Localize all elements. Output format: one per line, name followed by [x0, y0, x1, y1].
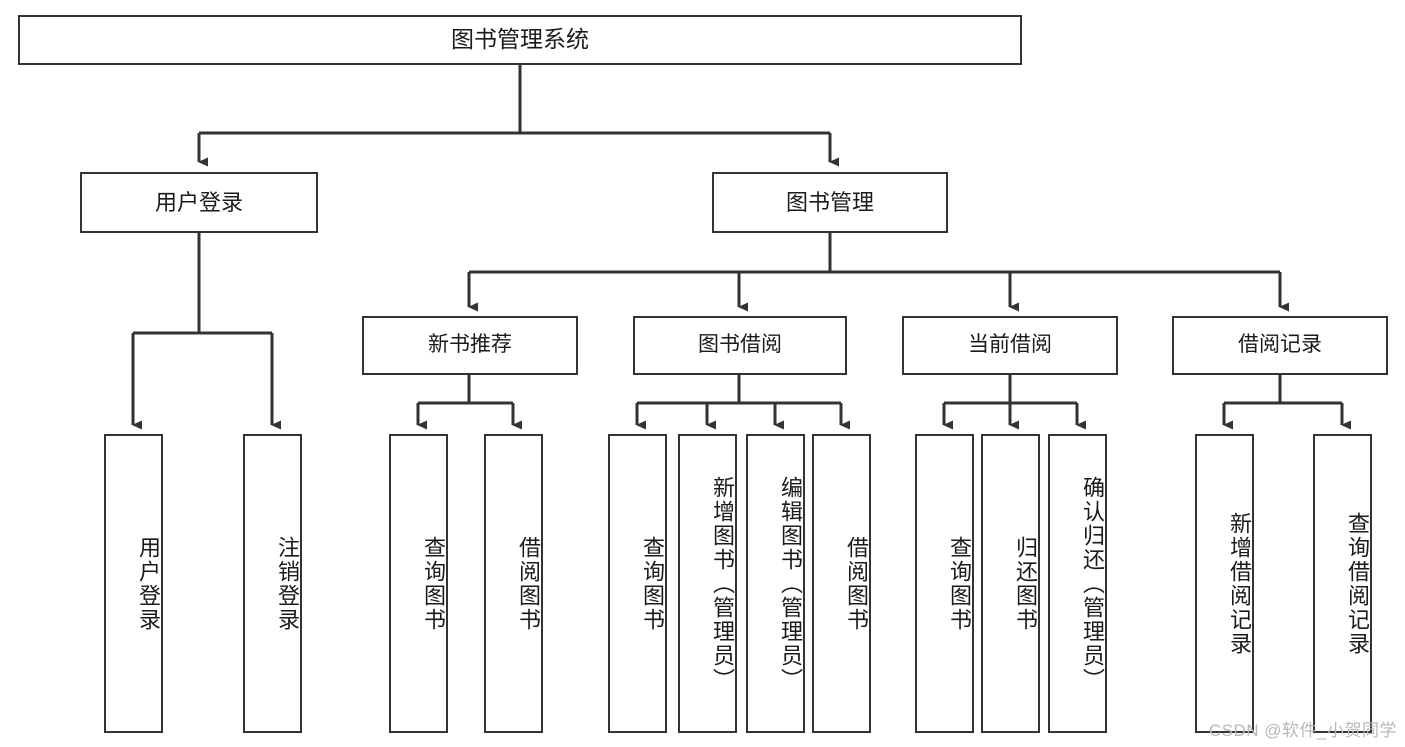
node-label: 借阅记录: [1238, 333, 1322, 357]
node-leaf-user-login[interactable]: 用户登录: [104, 434, 163, 733]
node-label: 确认归还（管理员）: [1080, 475, 1105, 692]
watermark-text: CSDN @软件_小贺同学: [1208, 721, 1397, 740]
node-label: 当前借阅: [968, 333, 1052, 357]
node-leaf-return-book[interactable]: 归还图书: [981, 434, 1040, 733]
node-leaf-user-logout[interactable]: 注销登录: [243, 434, 302, 733]
node-book-management[interactable]: 图书管理: [712, 172, 948, 233]
node-label: 查询图书: [421, 535, 446, 632]
node-label: 归还图书: [1013, 535, 1038, 632]
node-root-book-management-system[interactable]: 图书管理系统: [18, 15, 1022, 65]
node-leaf-add-borrow-record[interactable]: 新增借阅记录: [1195, 434, 1254, 733]
node-label: 注销登录: [275, 535, 300, 632]
node-label: 编辑图书（管理员）: [778, 475, 803, 692]
node-leaf-borrow-book-new[interactable]: 借阅图书: [484, 434, 543, 733]
node-label: 借阅图书: [844, 535, 869, 632]
node-user-login[interactable]: 用户登录: [80, 172, 318, 233]
node-new-book-recommendation[interactable]: 新书推荐: [362, 316, 578, 375]
node-leaf-add-book-admin[interactable]: 新增图书（管理员）: [678, 434, 737, 733]
node-leaf-query-book-new[interactable]: 查询图书: [389, 434, 448, 733]
node-leaf-borrow-book[interactable]: 借阅图书: [812, 434, 871, 733]
node-leaf-edit-book-admin[interactable]: 编辑图书（管理员）: [746, 434, 805, 733]
node-leaf-query-book-borrow[interactable]: 查询图书: [608, 434, 667, 733]
node-label: 借阅图书: [516, 535, 541, 632]
node-leaf-confirm-return-admin[interactable]: 确认归还（管理员）: [1048, 434, 1107, 733]
node-label: 查询图书: [947, 535, 972, 632]
node-label: 图书借阅: [698, 333, 782, 357]
node-label: 查询借阅记录: [1345, 511, 1370, 656]
node-label: 图书管理系统: [451, 26, 589, 53]
node-borrow-record[interactable]: 借阅记录: [1172, 316, 1388, 375]
node-label: 新增图书（管理员）: [710, 475, 735, 692]
node-leaf-query-borrow-record[interactable]: 查询借阅记录: [1313, 434, 1372, 733]
node-label: 用户登录: [136, 535, 161, 632]
node-label: 图书管理: [785, 189, 874, 215]
node-label: 用户登录: [154, 189, 243, 215]
node-current-borrow[interactable]: 当前借阅: [902, 316, 1118, 375]
node-label: 新增借阅记录: [1227, 511, 1252, 656]
node-label: 新书推荐: [428, 333, 512, 357]
node-book-borrow[interactable]: 图书借阅: [633, 316, 847, 375]
node-label: 查询图书: [640, 535, 665, 632]
node-leaf-query-book-current[interactable]: 查询图书: [915, 434, 974, 733]
